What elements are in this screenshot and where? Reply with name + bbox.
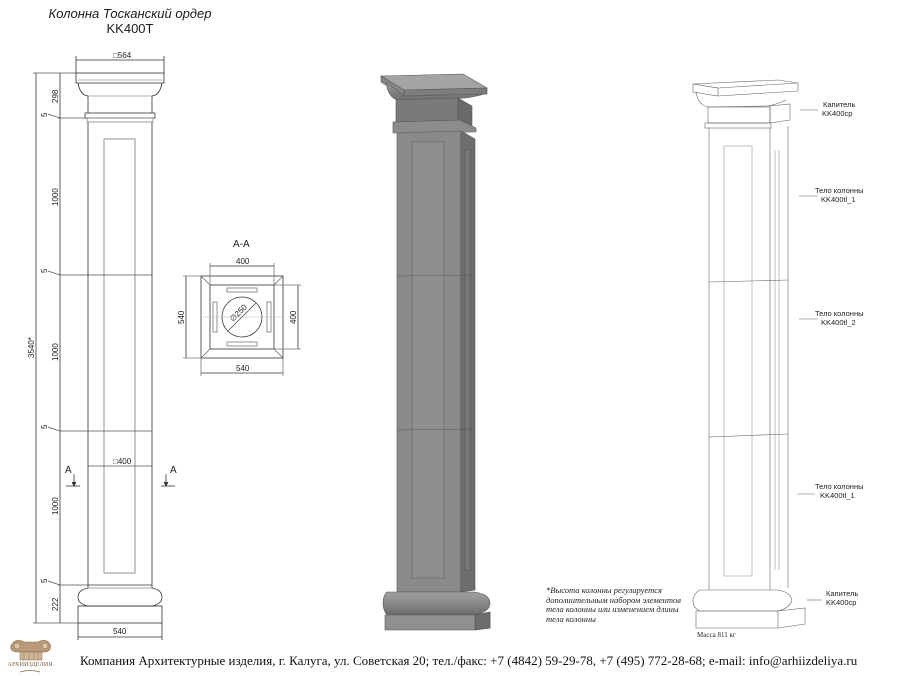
company-logo: АРХИИЗДЕЛИЯ — [2, 636, 58, 676]
dim-base: 222 — [51, 597, 60, 611]
elevation-drawing — [33, 56, 175, 640]
exploded-view — [692, 79, 822, 629]
dim-shaft-1: 1000 — [51, 188, 60, 206]
column-render — [379, 73, 491, 631]
drawing-title: Колонна Тосканский ордер KK400T — [40, 6, 220, 36]
column-name: Колонна Тосканский ордер — [48, 6, 212, 21]
section-drawing — [183, 263, 301, 376]
total-height-dim: 3540* — [27, 337, 36, 358]
dim-shaft-3: 1000 — [51, 497, 60, 515]
shaft-width-dim: □400 — [113, 457, 132, 466]
label-base-1: Капитель — [826, 589, 858, 598]
label-shaft-2-2: KK400tl_2 — [821, 318, 856, 327]
section-inner-width: 400 — [236, 257, 250, 266]
label-base-2: KK400cp — [826, 598, 856, 607]
label-shaft-3-2: KK400tl_1 — [820, 491, 855, 500]
section-outer-width: 540 — [236, 364, 250, 373]
label-capital-top-1: Капитель — [823, 100, 855, 109]
section-marker-right: A — [170, 465, 177, 476]
dim-gap-3: 5 — [40, 424, 49, 429]
section-marker-left: A — [65, 465, 72, 476]
logo-text: АРХИИЗДЕЛИЯ — [7, 662, 53, 668]
label-shaft-1-2: KK400tl_1 — [821, 195, 856, 204]
company-contact-footer: Компания Архитектурные изделия, г. Калуг… — [80, 653, 858, 668]
height-note: *Высота колонны регулируется дополнитель… — [546, 585, 681, 624]
label-shaft-3-1: Тело колонны — [815, 482, 863, 491]
dim-gap-4: 5 — [40, 578, 49, 583]
label-capital-top-2: KK400cp — [822, 109, 852, 118]
column-code: KK400T — [106, 21, 154, 36]
dim-shaft-2: 1000 — [51, 343, 60, 361]
label-shaft-1-1: Тело колонны — [815, 186, 863, 195]
top-width-dim: □564 — [113, 51, 132, 60]
ionic-capital-icon — [10, 640, 51, 673]
section-inner-height: 400 — [289, 310, 298, 324]
label-shaft-2-1: Тело колонны — [815, 309, 863, 318]
dim-gap-2: 5 — [40, 268, 49, 273]
dim-capital: 298 — [51, 89, 60, 103]
base-width-dim: 540 — [113, 627, 127, 636]
mass-label: Масса 811 кг — [697, 631, 736, 639]
section-outer-height: 540 — [177, 310, 186, 324]
section-title: A-A — [233, 239, 250, 250]
dim-gap-1: 5 — [40, 112, 49, 117]
